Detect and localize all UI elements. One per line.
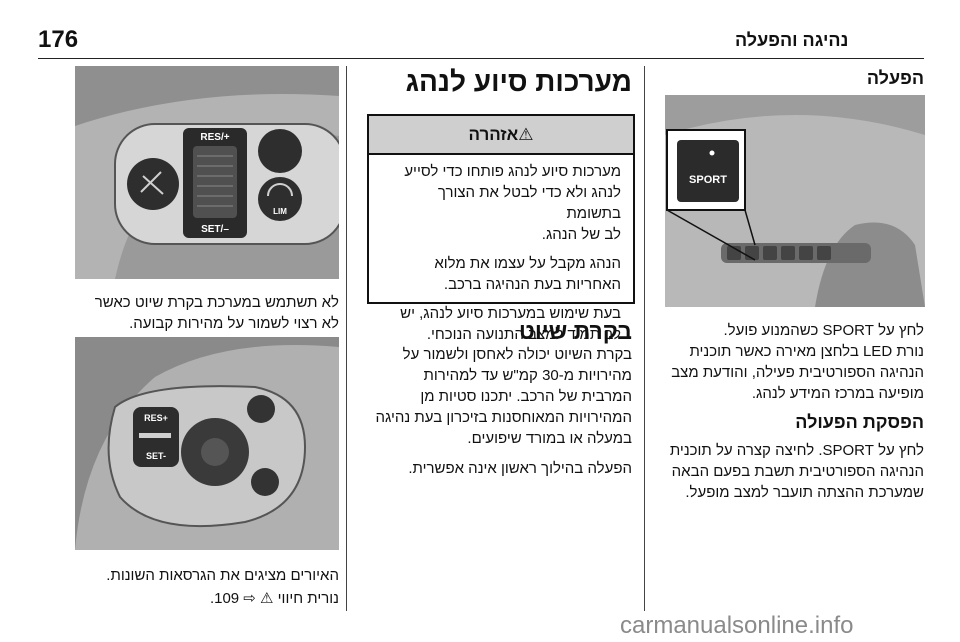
caption-line: לא רצוי לשמור על מהירות קבועה. <box>129 315 339 332</box>
warning-spacer <box>381 245 621 253</box>
warning-spacer <box>381 295 621 303</box>
caption-indicator-reference: נורית חיווי ⚠ ⇨ 109. <box>209 590 339 607</box>
first-gear-note: הפעלה בהילוך ראשון אינה אפשרית. <box>408 460 632 477</box>
warning-line: מערכות סיוע לנהג פותחו כדי לסייע <box>404 163 621 180</box>
activation-line: מופיעה במרכז המידע לנהג. <box>751 385 924 402</box>
set-label: SET/– <box>201 224 229 235</box>
steering-wheel-illustration-1: RES/+ SET/– LIM <box>75 66 339 279</box>
section-heading-activation: הפעלה <box>866 68 924 88</box>
warning-line: האחריות בעת הנהיגה ברכב. <box>443 276 621 293</box>
res-label: RES+ <box>144 413 168 423</box>
page-header: 176 נהיגה והפעלה <box>0 0 960 59</box>
cruise-line: המרבית של הרכב. יתכנו סטיות מן <box>420 388 632 405</box>
page-number: 176 <box>38 26 79 53</box>
warning-line: הנהג מקבל על עצמו את מלוא <box>434 255 621 272</box>
activation-line: לחץ על SPORT כשהמנוע פועל. <box>723 322 924 339</box>
deactivation-paragraph: לחץ על SPORT. לחיצה קצרה על תוכנית הנהיג… <box>650 440 924 503</box>
cruise-line: מהירויות מ-30 קמ"ש עד למהירות <box>423 367 632 384</box>
activation-line: הנהיגה הספורטיבית פעילה, והודעת מצב <box>671 364 924 381</box>
res-label: RES/+ <box>200 132 229 143</box>
caption-line: האיורים מציגים את הגרסאות השונות. <box>106 567 339 584</box>
lim-label: LIM <box>273 207 287 216</box>
warning-line: לב תמיד למצב התנועה הנוכחי. <box>426 326 621 343</box>
activation-line: נורת LED בלחצן מאירה כאשר תוכנית <box>689 343 924 360</box>
warning-title: אזהרה <box>468 125 519 144</box>
warning-triangle-icon: ⚠ <box>518 125 534 144</box>
warning-line: לב של הנהג. <box>541 226 621 243</box>
warning-header: ⚠אזהרה <box>369 116 633 155</box>
deactivation-line: הנהיגה הספורטיבית תשבת בפעם הבאה <box>671 463 924 480</box>
section-heading-driver-assistance: מערכות סיוע לנהג <box>405 66 632 97</box>
cruise-paragraph: בקרת השיוט יכולה לאחסן ולשמור על מהירויו… <box>352 344 632 449</box>
cruise-line: במעלה או במורד שיפועים. <box>467 430 632 447</box>
console-drawing: SPORT <box>665 95 925 307</box>
sport-button-illustration: SPORT <box>665 95 925 307</box>
cruise-line: המהירויות המאוחסנות בזיכרון בעת נהיגה <box>375 409 632 426</box>
caption-line: לא תשתמש במערכת בקרת שיוט כאשר <box>94 294 339 311</box>
warning-box: ⚠אזהרה מערכות סיוע לנהג פותחו כדי לסייע … <box>367 114 635 343</box>
sport-label: SPORT <box>689 174 727 186</box>
warning-line: לנהג ולא כדי לבטל את הצורך בתשומת <box>437 184 621 222</box>
subheading-deactivation: הפסקת הפעולה <box>795 412 924 432</box>
warning-body: מערכות סיוע לנהג פותחו כדי לסייע לנהג ול… <box>369 155 633 351</box>
set-label: SET- <box>146 451 166 461</box>
chapter-title: נהיגה והפעלה <box>735 30 849 50</box>
caption-variants: האיורים מציגים את הגרסאות השונות. <box>75 565 339 586</box>
watermark: carmanualsonline.info <box>620 612 854 639</box>
steering-controls-drawing-1: RES/+ SET/– LIM <box>75 66 339 279</box>
cruise-line: בקרת השיוט יכולה לאחסן ולשמור על <box>402 346 632 363</box>
steering-wheel-illustration-2: RES+ SET- <box>75 337 339 550</box>
column-divider <box>346 66 347 611</box>
warning-line: בעת שימוש במערכות סיוע לנהג, יש <box>400 305 621 322</box>
caption-cruise-warning: לא תשתמש במערכת בקרת שיוט כאשר לא רצוי ל… <box>75 292 339 334</box>
header-rule <box>38 58 924 59</box>
steering-controls-drawing-2: RES+ SET- <box>75 337 339 550</box>
column-divider <box>644 66 645 611</box>
deactivation-line: שמערכת ההצתה תועבר למצב מופעל. <box>685 484 924 501</box>
deactivation-line: לחץ על SPORT. לחיצה קצרה על תוכנית <box>669 442 924 459</box>
activation-paragraph: לחץ על SPORT כשהמנוע פועל. נורת LED בלחצ… <box>650 320 924 404</box>
subheading-cruise-control: בקרת שיוט <box>519 318 632 344</box>
